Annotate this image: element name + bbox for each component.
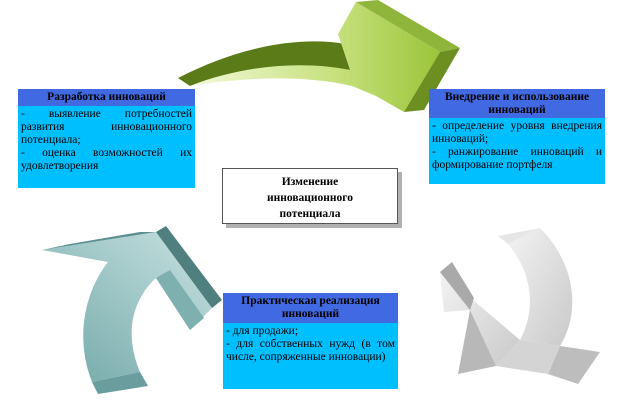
center-line: потенциала (279, 208, 341, 220)
list-item: - определение уровня внедрения инноваций… (432, 120, 602, 145)
top-arrow (178, 0, 460, 112)
development-list: - выявление потребностей развития иннова… (18, 106, 195, 188)
practical-list: - для продажи; - для собственных нужд (в… (223, 323, 398, 389)
implementation-list: - определение уровня внедрения инноваций… (429, 118, 605, 184)
list-item: - выявление потребностей развития иннова… (21, 108, 192, 146)
center-box: Изменение инновационного потенциала (222, 168, 398, 224)
practical-box: Практическая реализация инноваций - для … (223, 293, 398, 389)
center-line: инновационного (267, 192, 353, 204)
practical-title: Практическая реализация инноваций (223, 293, 398, 323)
development-title: Разработка инноваций (18, 89, 195, 106)
right-arrow (440, 228, 600, 384)
list-item: - для продажи; (226, 325, 299, 337)
development-box: Разработка инноваций - выявление потребн… (18, 89, 195, 188)
center-line: Изменение (281, 176, 339, 188)
list-item: - для собственных нужд (в том числе, соп… (226, 338, 395, 363)
list-item: - оценка возможностей их удовлетворения (21, 147, 192, 172)
list-item: - ранжирование инноваций и формирование … (432, 146, 602, 171)
implementation-title: Внедрение и использование инноваций (429, 89, 605, 118)
left-arrow (42, 226, 222, 394)
implementation-box: Внедрение и использование инноваций - оп… (429, 89, 605, 184)
